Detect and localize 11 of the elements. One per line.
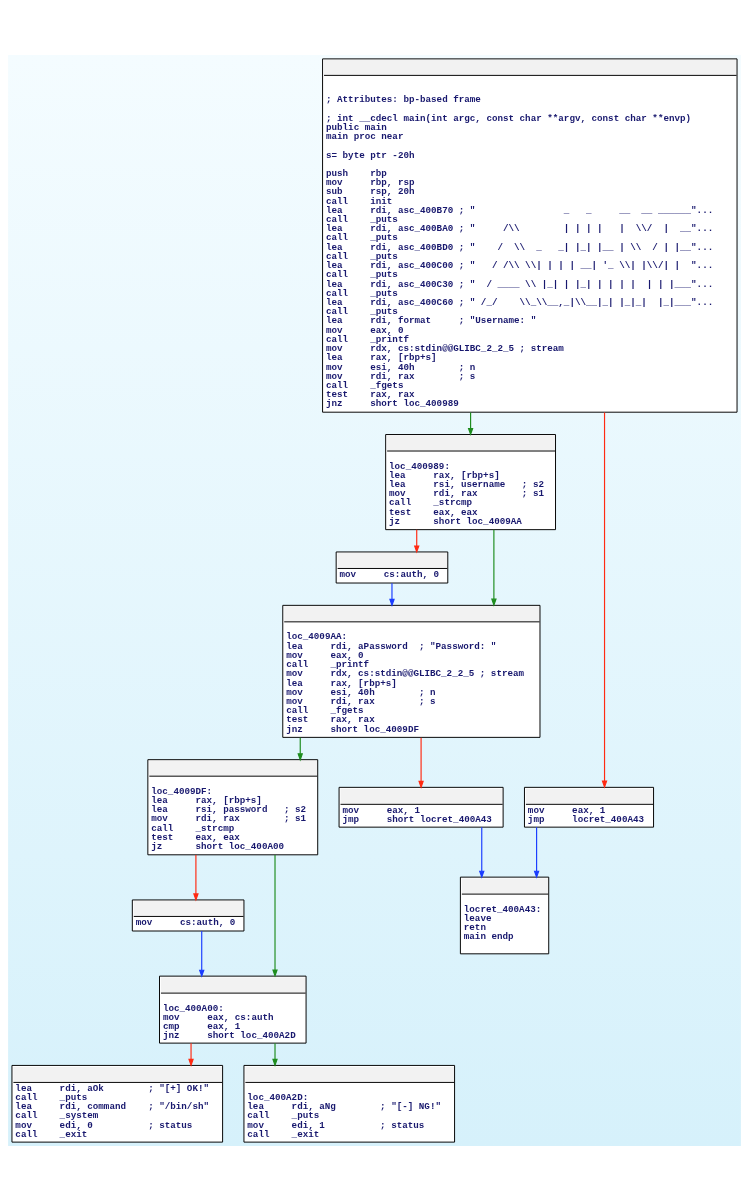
arrow (272, 1042, 278, 1067)
arrow (193, 853, 199, 901)
arrow (418, 736, 424, 789)
arrow (389, 582, 395, 607)
arrow (601, 411, 608, 789)
arrow (188, 1042, 194, 1067)
arrow (478, 826, 485, 879)
arrow (272, 853, 278, 978)
arrow (533, 826, 540, 879)
arrow (491, 528, 497, 607)
arrow (198, 929, 205, 978)
